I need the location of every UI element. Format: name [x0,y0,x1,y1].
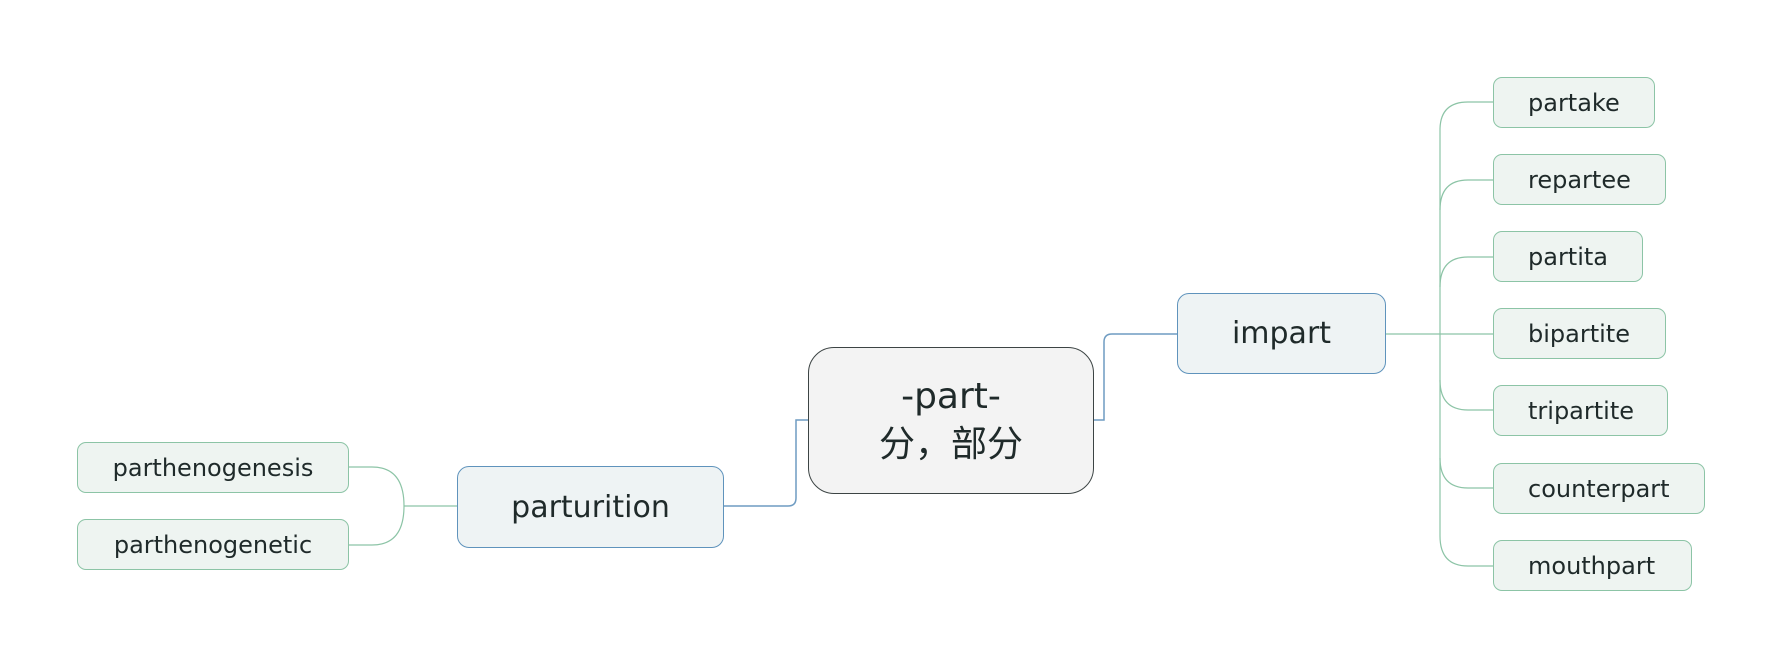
connector-central-parturition [724,419,808,507]
leaf-partake[interactable]: partake [1493,77,1655,128]
connector-leaf-parthenogenetic [349,505,405,546]
leaf-label: tripartite [1528,396,1635,425]
leaf-repartee[interactable]: repartee [1493,154,1666,205]
branch-parturition[interactable]: parturition [457,466,724,548]
connector-leaf-mouthpart [1439,458,1493,567]
central-topic-title: -part- [901,375,1001,417]
leaf-parthenogenetic[interactable]: parthenogenetic [77,519,349,570]
leaf-counterpart[interactable]: counterpart [1493,463,1705,514]
connector-leaf-counterpart [1439,380,1493,489]
leaf-label: parthenogenetic [113,530,313,559]
leaf-partita[interactable]: partita [1493,231,1643,282]
leaf-label: bipartite [1528,319,1630,348]
leaf-parthenogenesis[interactable]: parthenogenesis [77,442,349,493]
leaf-tripartite[interactable]: tripartite [1493,385,1668,436]
connector-central-impart [1094,333,1177,421]
leaf-label: partake [1528,88,1620,117]
branch-impart[interactable]: impart [1177,293,1386,374]
connector-leaf-parthenogenesis [349,466,405,507]
leaf-label: mouthpart [1528,551,1656,580]
branch-label: impart [1231,316,1332,351]
central-topic[interactable]: -part- 分，部分 [808,347,1094,494]
connector-leaf-tripartite [1439,334,1493,411]
leaf-label: counterpart [1528,474,1670,503]
branch-label: parturition [511,489,670,525]
connector-leaf-partake [1439,101,1493,334]
leaf-label: repartee [1528,165,1631,194]
leaf-mouthpart[interactable]: mouthpart [1493,540,1692,591]
leaf-label: parthenogenesis [112,453,314,482]
connector-leaf-partita [1439,256,1493,288]
connector-leaf-repartee [1439,179,1493,211]
leaf-label: partita [1528,242,1609,271]
leaf-bipartite[interactable]: bipartite [1493,308,1666,359]
central-topic-subtitle: 分，部分 [878,423,1023,465]
